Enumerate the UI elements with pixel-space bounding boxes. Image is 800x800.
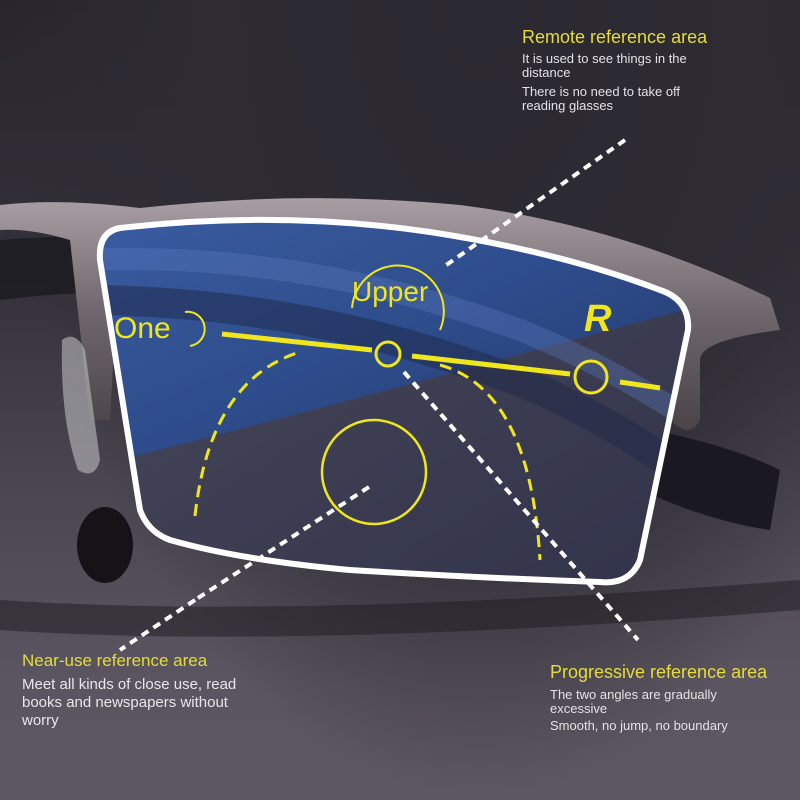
callout-near-title: Near-use reference area [22,651,208,670]
lens-label-one: One [114,312,171,345]
upper-arc [351,264,445,331]
callout-remote-title: Remote reference area [522,27,708,47]
leader-remote [440,138,627,270]
leader-near [193,485,371,602]
lens [99,219,689,583]
nose-pad [61,336,100,474]
center-focus-circle [374,340,402,368]
corridor-arc-left [193,350,301,517]
callout-progressive-title: Progressive reference area [550,662,768,682]
meridian-line [221,331,661,391]
callout-near-line-1: Meet all kinds of close use, read books … [22,676,237,729]
frame-top-bar [0,198,780,430]
leader-lines [118,138,640,652]
callout-remote-line-2: There is no need to take off reading gla… [522,84,681,113]
near-zone-circle [320,418,428,526]
callout-progressive-area: Progressive reference area The two angle… [550,662,770,733]
lens-label-upper: Upper [352,276,429,307]
callout-near-area: Near-use reference area Meet all kinds o… [22,651,242,730]
leader-near-ext [118,598,197,652]
callout-progressive-line-2: Smooth, no jump, no boundary [550,718,728,733]
one-circle [184,310,206,347]
lens-label-r: R [584,298,612,340]
callout-remote-area: Remote reference area It is used to see … [522,27,722,113]
right-focus-circle [573,359,609,395]
nose-pad-shadow [77,507,133,583]
reflection-band [0,580,800,637]
corridor-arc-right [439,363,542,561]
lens-rim [96,216,692,586]
callout-progressive-line-1: The two angles are gradually excessive [550,687,717,716]
callout-remote-line-1: It is used to see things in the distance [522,51,687,80]
leader-progressive [402,370,640,642]
